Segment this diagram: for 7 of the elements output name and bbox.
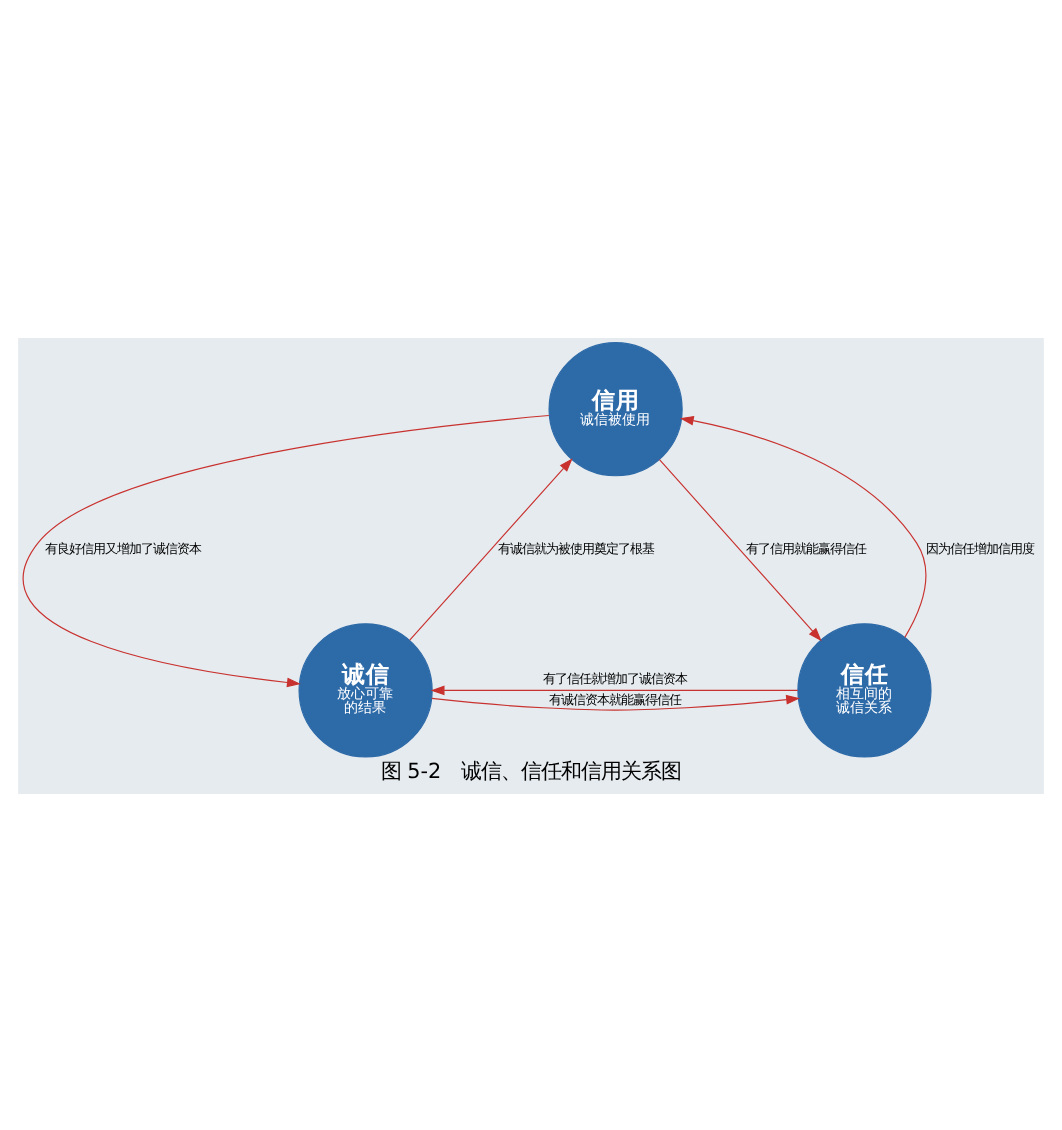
arrow [409,457,573,640]
arrow [431,693,801,710]
arrow [658,458,822,641]
arrow [679,414,927,637]
arrow [22,413,550,687]
arrow [430,684,799,695]
caption: 图 5-2 诚信、信任和信用关系图 [380,759,682,784]
